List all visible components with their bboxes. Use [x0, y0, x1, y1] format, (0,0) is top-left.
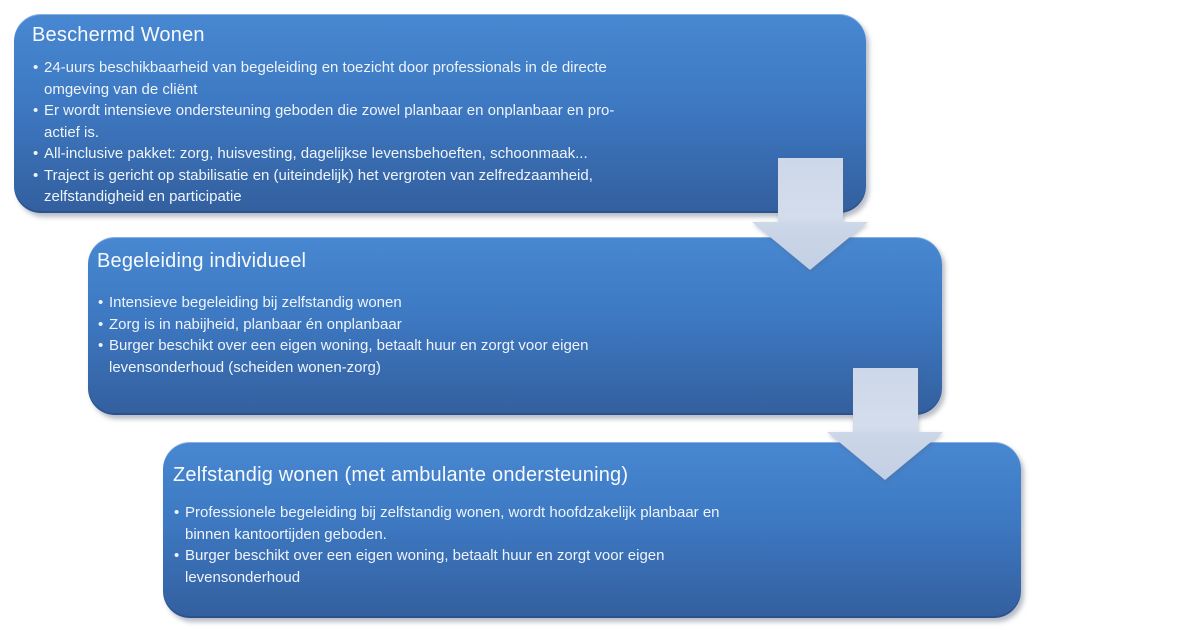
step-card-begeleiding-individueel: Begeleiding individueel Intensieve begel… — [88, 237, 942, 415]
bullet-item: All-inclusive pakket: zorg, huisvesting,… — [32, 143, 840, 165]
bullet-list: Intensieve begeleiding bij zelfstandig w… — [97, 292, 916, 378]
step-card-beschermd-wonen: Beschermd Wonen 24-uurs beschikbaarheid … — [14, 14, 866, 213]
card-title: Zelfstandig wonen (met ambulante onderst… — [173, 464, 629, 486]
down-arrow-icon — [827, 368, 943, 485]
bullet-item: Burger beschikt over een eigen woning, b… — [97, 335, 916, 378]
bullet-item: Burger beschikt over een eigen woning, b… — [173, 545, 995, 588]
card-title: Beschermd Wonen — [32, 24, 205, 46]
bullet-item: Traject is gericht op stabilisatie en (u… — [32, 165, 840, 208]
bullet-item: Zorg is in nabijheid, planbaar én onplan… — [97, 314, 916, 336]
bullet-item: 24-uurs beschikbaarheid van begeleiding … — [32, 57, 840, 100]
step-card-zelfstandig-wonen: Zelfstandig wonen (met ambulante onderst… — [163, 442, 1021, 618]
bullet-item: Er wordt intensieve ondersteuning gebode… — [32, 100, 840, 143]
bullet-item: Intensieve begeleiding bij zelfstandig w… — [97, 292, 916, 314]
bullet-item: Professionele begeleiding bij zelfstandi… — [173, 502, 995, 545]
bullet-list: 24-uurs beschikbaarheid van begeleiding … — [32, 57, 840, 208]
card-title: Begeleiding individueel — [97, 250, 307, 272]
bullet-list: Professionele begeleiding bij zelfstandi… — [173, 502, 995, 588]
down-arrow-icon — [752, 158, 868, 275]
